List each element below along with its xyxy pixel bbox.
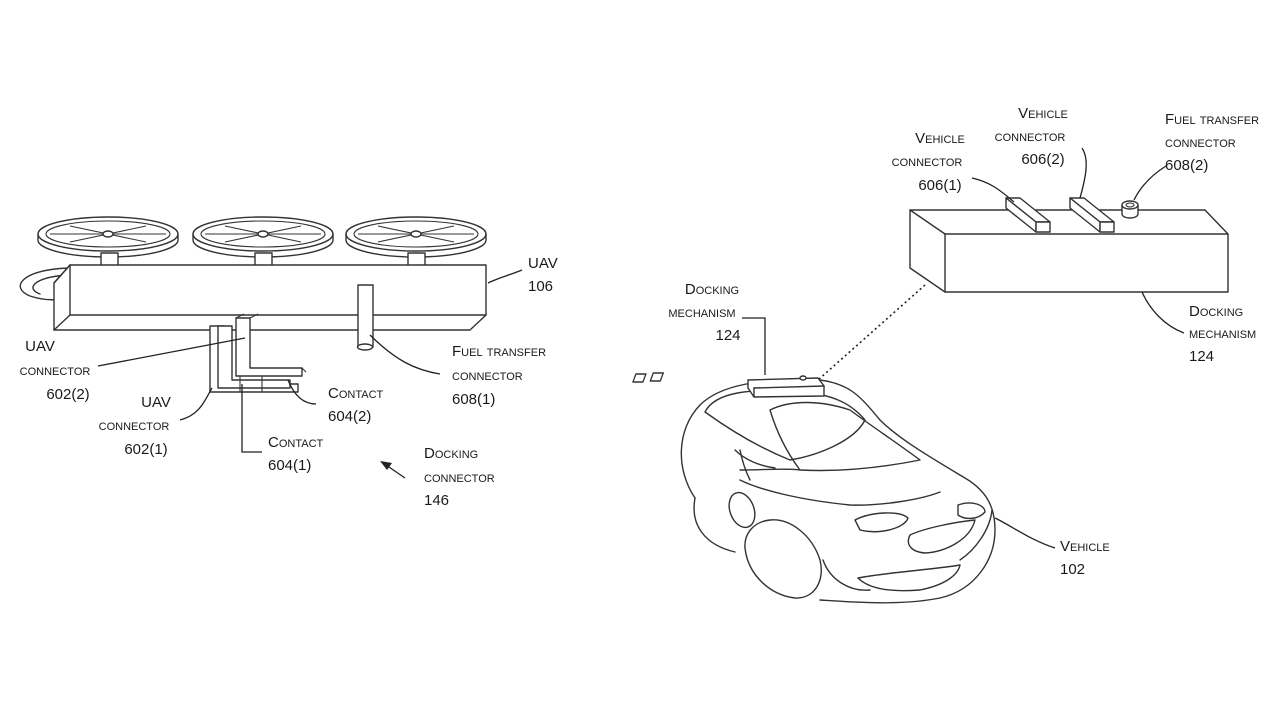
- label-uav-connector-1-word: connector: [99, 417, 170, 434]
- label-contact-1-number: 604(1): [268, 457, 311, 474]
- label-contact-2-number: 604(2): [328, 408, 371, 425]
- label-fuel-transfer-2-number: 608(2): [1165, 157, 1208, 174]
- label-vehicle-connector-2-word: connector: [995, 128, 1066, 145]
- label-uav-connector-2-title: UAV: [25, 338, 55, 355]
- label-vehicle-number: 102: [1060, 561, 1085, 578]
- label-uav-connector-2-number: 602(2): [46, 386, 89, 403]
- label-fuel-transfer-1-number: 608(1): [452, 391, 495, 408]
- uav-body: [53, 264, 487, 331]
- label-contact-1-title: Contact: [268, 434, 324, 451]
- label-vehicle-connector-2-number: 606(2): [1021, 151, 1064, 168]
- label-uav: UAV: [528, 255, 558, 272]
- label-docking-mechanism-right-number: 124: [1189, 348, 1214, 365]
- leader-docking-mechanism-roof: [742, 317, 766, 375]
- docking-mechanism-on-roof: [632, 372, 825, 398]
- label-fuel-transfer-2-title: Fuel transfer: [1165, 111, 1259, 128]
- uav-labels: UAV 106 UAV connector 602(2) UAV connect…: [20, 255, 558, 509]
- leader-contact-604-2: [287, 379, 317, 405]
- vehicle-car: [680, 378, 996, 604]
- label-vehicle-title: Vehicle: [1060, 538, 1110, 555]
- leader-fuel-608-1: [369, 334, 441, 375]
- label-fuel-transfer-2-word: connector: [1165, 134, 1236, 151]
- zoom-indicator-line: [817, 284, 926, 381]
- label-docking-mechanism-left-title: Docking: [685, 281, 739, 298]
- leader-uav-106: [487, 269, 523, 284]
- rotor-middle: [192, 216, 334, 258]
- vehicle-connector-606-2: [1069, 197, 1115, 233]
- label-vehicle-connector-1-title: Vehicle: [915, 130, 965, 147]
- label-uav-connector-1-title: UAV: [141, 394, 171, 411]
- label-docking-mechanism-right-word: mechanism: [1189, 325, 1256, 342]
- label-uav-connector-1-number: 602(1): [124, 441, 167, 458]
- leader-uav-connector-602-1: [179, 387, 213, 421]
- label-docking-connector-title: Docking: [424, 445, 478, 462]
- label-docking-mechanism-left-word: mechanism: [668, 304, 735, 321]
- label-vehicle-connector-1-number: 606(1): [918, 177, 961, 194]
- leader-contact-604-1: [241, 384, 262, 453]
- rotor-right: [345, 216, 487, 258]
- docking-connector-arrow: [380, 461, 406, 479]
- label-uav-number: 106: [528, 278, 553, 295]
- fuel-transfer-connector-608-1: [356, 284, 374, 351]
- label-docking-mechanism-left-number: 124: [715, 327, 740, 344]
- vehicle-connector-606-1: [1005, 197, 1051, 233]
- label-fuel-transfer-1-title: Fuel transfer: [452, 343, 546, 360]
- label-docking-mechanism-right-title: Docking: [1189, 303, 1243, 320]
- label-fuel-transfer-1-word: connector: [452, 367, 523, 384]
- label-contact-2-title: Contact: [328, 385, 384, 402]
- vehicle-labels: Vehicle connector 606(1) Vehicle connect…: [668, 105, 1259, 578]
- label-docking-connector-number: 146: [424, 492, 449, 509]
- label-uav-connector-2-word: connector: [20, 362, 91, 379]
- docking-mechanism-detail: [909, 147, 1229, 334]
- label-docking-connector-word: connector: [424, 469, 495, 486]
- rotor-left: [37, 216, 179, 258]
- fuel-transfer-connector-608-2: [1121, 200, 1139, 219]
- leader-vehicle-102: [994, 517, 1056, 549]
- leader-uav-connector-602-2: [97, 337, 246, 367]
- label-vehicle-connector-1-word: connector: [892, 153, 963, 170]
- uav-drawing: [19, 216, 523, 479]
- label-vehicle-connector-2-title: Vehicle: [1018, 105, 1068, 122]
